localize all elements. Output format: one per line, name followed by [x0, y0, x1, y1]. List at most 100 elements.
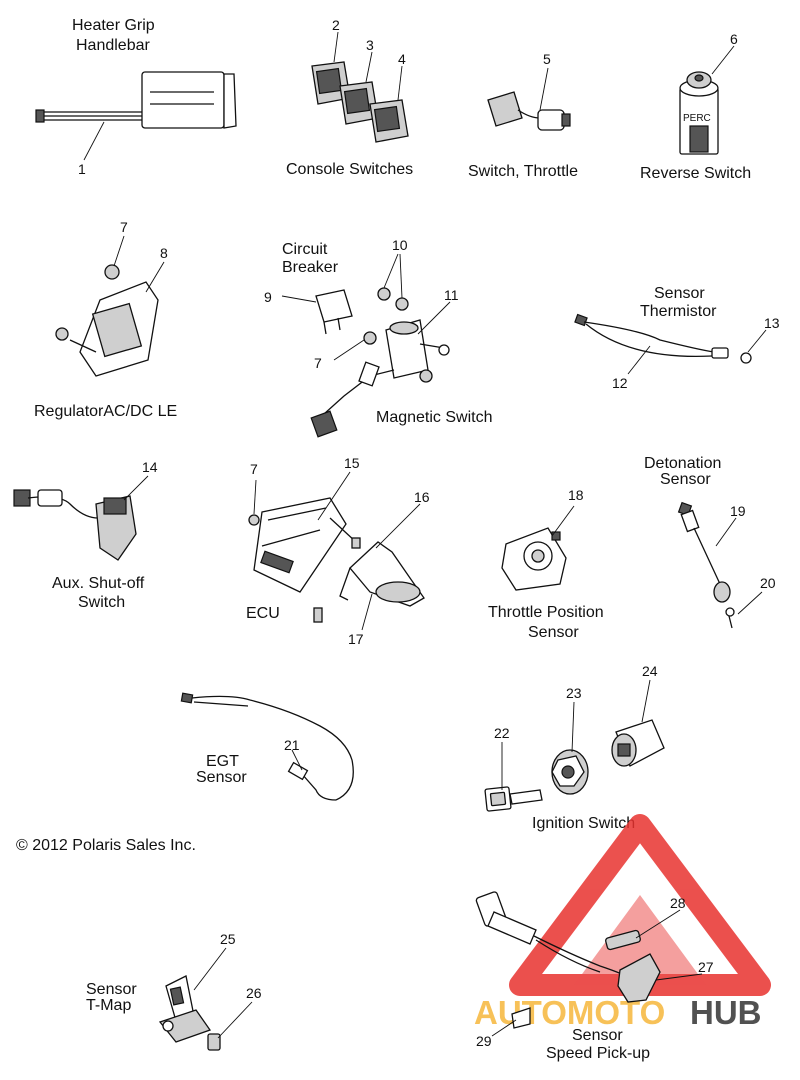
leader-line [193, 947, 227, 991]
leader-line [399, 253, 403, 299]
callout-21: 21 [284, 737, 300, 753]
callout-11: 11 [444, 287, 459, 303]
callout-15: 15 [344, 455, 360, 471]
leader-line [375, 503, 421, 549]
heater-grip-handlebar-part [35, 71, 237, 129]
circuit-breaker-part [315, 289, 353, 335]
callout-14: 14 [142, 459, 158, 475]
egt-sensor-label-line1: EGT [206, 753, 239, 770]
leader-line [539, 67, 549, 111]
heater-grip-label-line1: Heater Grip [72, 17, 155, 34]
callout-10: 10 [392, 237, 408, 253]
leader-line [491, 1019, 517, 1037]
callout-17: 17 [348, 631, 364, 647]
callout-4: 4 [398, 51, 406, 67]
leader-line [641, 679, 651, 723]
sensor-tmap-part [158, 975, 221, 1051]
callout-27: 27 [698, 959, 714, 975]
throttle-position-label-line2: Sensor [528, 624, 579, 641]
leader-line [217, 1001, 253, 1039]
throttle-switch-part [487, 91, 571, 131]
callout-25: 25 [220, 931, 236, 947]
callout-26: 26 [246, 985, 262, 1001]
console-switches-part [311, 61, 409, 143]
callout-19: 19 [730, 503, 746, 519]
detonation-sensor-part [677, 501, 735, 629]
leader-line [83, 121, 105, 161]
throttle-position-sensor-part [501, 527, 567, 591]
callout-1: 1 [78, 161, 86, 177]
callout-8: 8 [160, 245, 168, 261]
console-switches-label: Console Switches [286, 161, 413, 178]
leader-line [365, 51, 373, 83]
ignition-switch-part [484, 719, 665, 812]
callout-28: 28 [670, 895, 686, 911]
leader-line [253, 479, 257, 515]
leader-line [123, 475, 149, 501]
reverse-switch-label: Reverse Switch [640, 165, 751, 182]
aux-shutoff-label-line2: Switch [78, 594, 125, 611]
magnetic-switch-part [310, 287, 450, 438]
callout-23: 23 [566, 685, 582, 701]
switch-throttle-label: Switch, Throttle [468, 163, 578, 180]
callout-24: 24 [642, 663, 658, 679]
speed-pickup-label-line2: Speed Pick-up [546, 1045, 650, 1062]
circuit-breaker-label-line2: Breaker [282, 259, 339, 276]
sensor-tmap-label-line2: T-Map [86, 997, 131, 1014]
callout-7: 7 [120, 219, 128, 235]
callout-9: 9 [264, 289, 272, 305]
leader-line [113, 235, 125, 267]
detonation-sensor-label-line2: Sensor [660, 471, 711, 488]
leader-line [417, 301, 451, 335]
leader-line [551, 505, 575, 537]
callout-6: 6 [730, 31, 738, 47]
callout-12: 12 [612, 375, 628, 391]
callout-13: 13 [764, 315, 780, 331]
ecu-part [248, 497, 425, 623]
leader-line [361, 593, 373, 631]
copyright-text: © 2012 Polaris Sales Inc. [16, 837, 196, 854]
egt-sensor-label-line2: Sensor [196, 769, 247, 786]
callout-7b: 7 [314, 355, 322, 371]
aux-shutoff-switch-part [13, 489, 137, 561]
leader-line [655, 973, 703, 981]
ecu-label: ECU [246, 605, 280, 622]
callout-3: 3 [366, 37, 374, 53]
leader-line [747, 329, 767, 353]
callout-7c: 7 [250, 461, 258, 477]
sensor-thermistor-label-line2: Thermistor [640, 303, 717, 320]
leader-line [711, 45, 735, 75]
reverse-switch-part: PERC [679, 71, 719, 155]
regulator-part [55, 264, 159, 377]
leader-line [635, 909, 681, 939]
leader-line [281, 295, 317, 303]
speed-pickup-sensor-part [475, 891, 661, 1029]
leader-line [383, 253, 399, 289]
leader-line [145, 261, 165, 293]
aux-shutoff-label-line1: Aux. Shut-off [52, 575, 145, 592]
heater-grip-label-line2: Handlebar [76, 37, 151, 54]
leader-line [317, 471, 351, 521]
leader-line [333, 339, 365, 361]
leader-line [333, 31, 339, 63]
leader-line [397, 65, 403, 101]
sensor-tmap-label-line1: Sensor [86, 981, 137, 998]
ignition-switch-label: Ignition Switch [532, 815, 635, 832]
detonation-sensor-label-line1: Detonation [644, 455, 721, 472]
callout-18: 18 [568, 487, 584, 503]
regulator-label: RegulatorAC/DC LE [34, 403, 177, 420]
callout-20: 20 [760, 575, 776, 591]
callout-16: 16 [414, 489, 430, 505]
leader-line [627, 345, 651, 375]
throttle-position-label-line1: Throttle Position [488, 604, 604, 621]
callout-2: 2 [332, 17, 340, 33]
callout-5: 5 [543, 51, 551, 67]
speed-pickup-label-line1: Sensor [572, 1027, 623, 1044]
leader-line [737, 591, 763, 615]
callout-22: 22 [494, 725, 510, 741]
leader-line [571, 701, 575, 753]
magnetic-switch-label: Magnetic Switch [376, 409, 493, 426]
sensor-thermistor-part [574, 313, 752, 364]
